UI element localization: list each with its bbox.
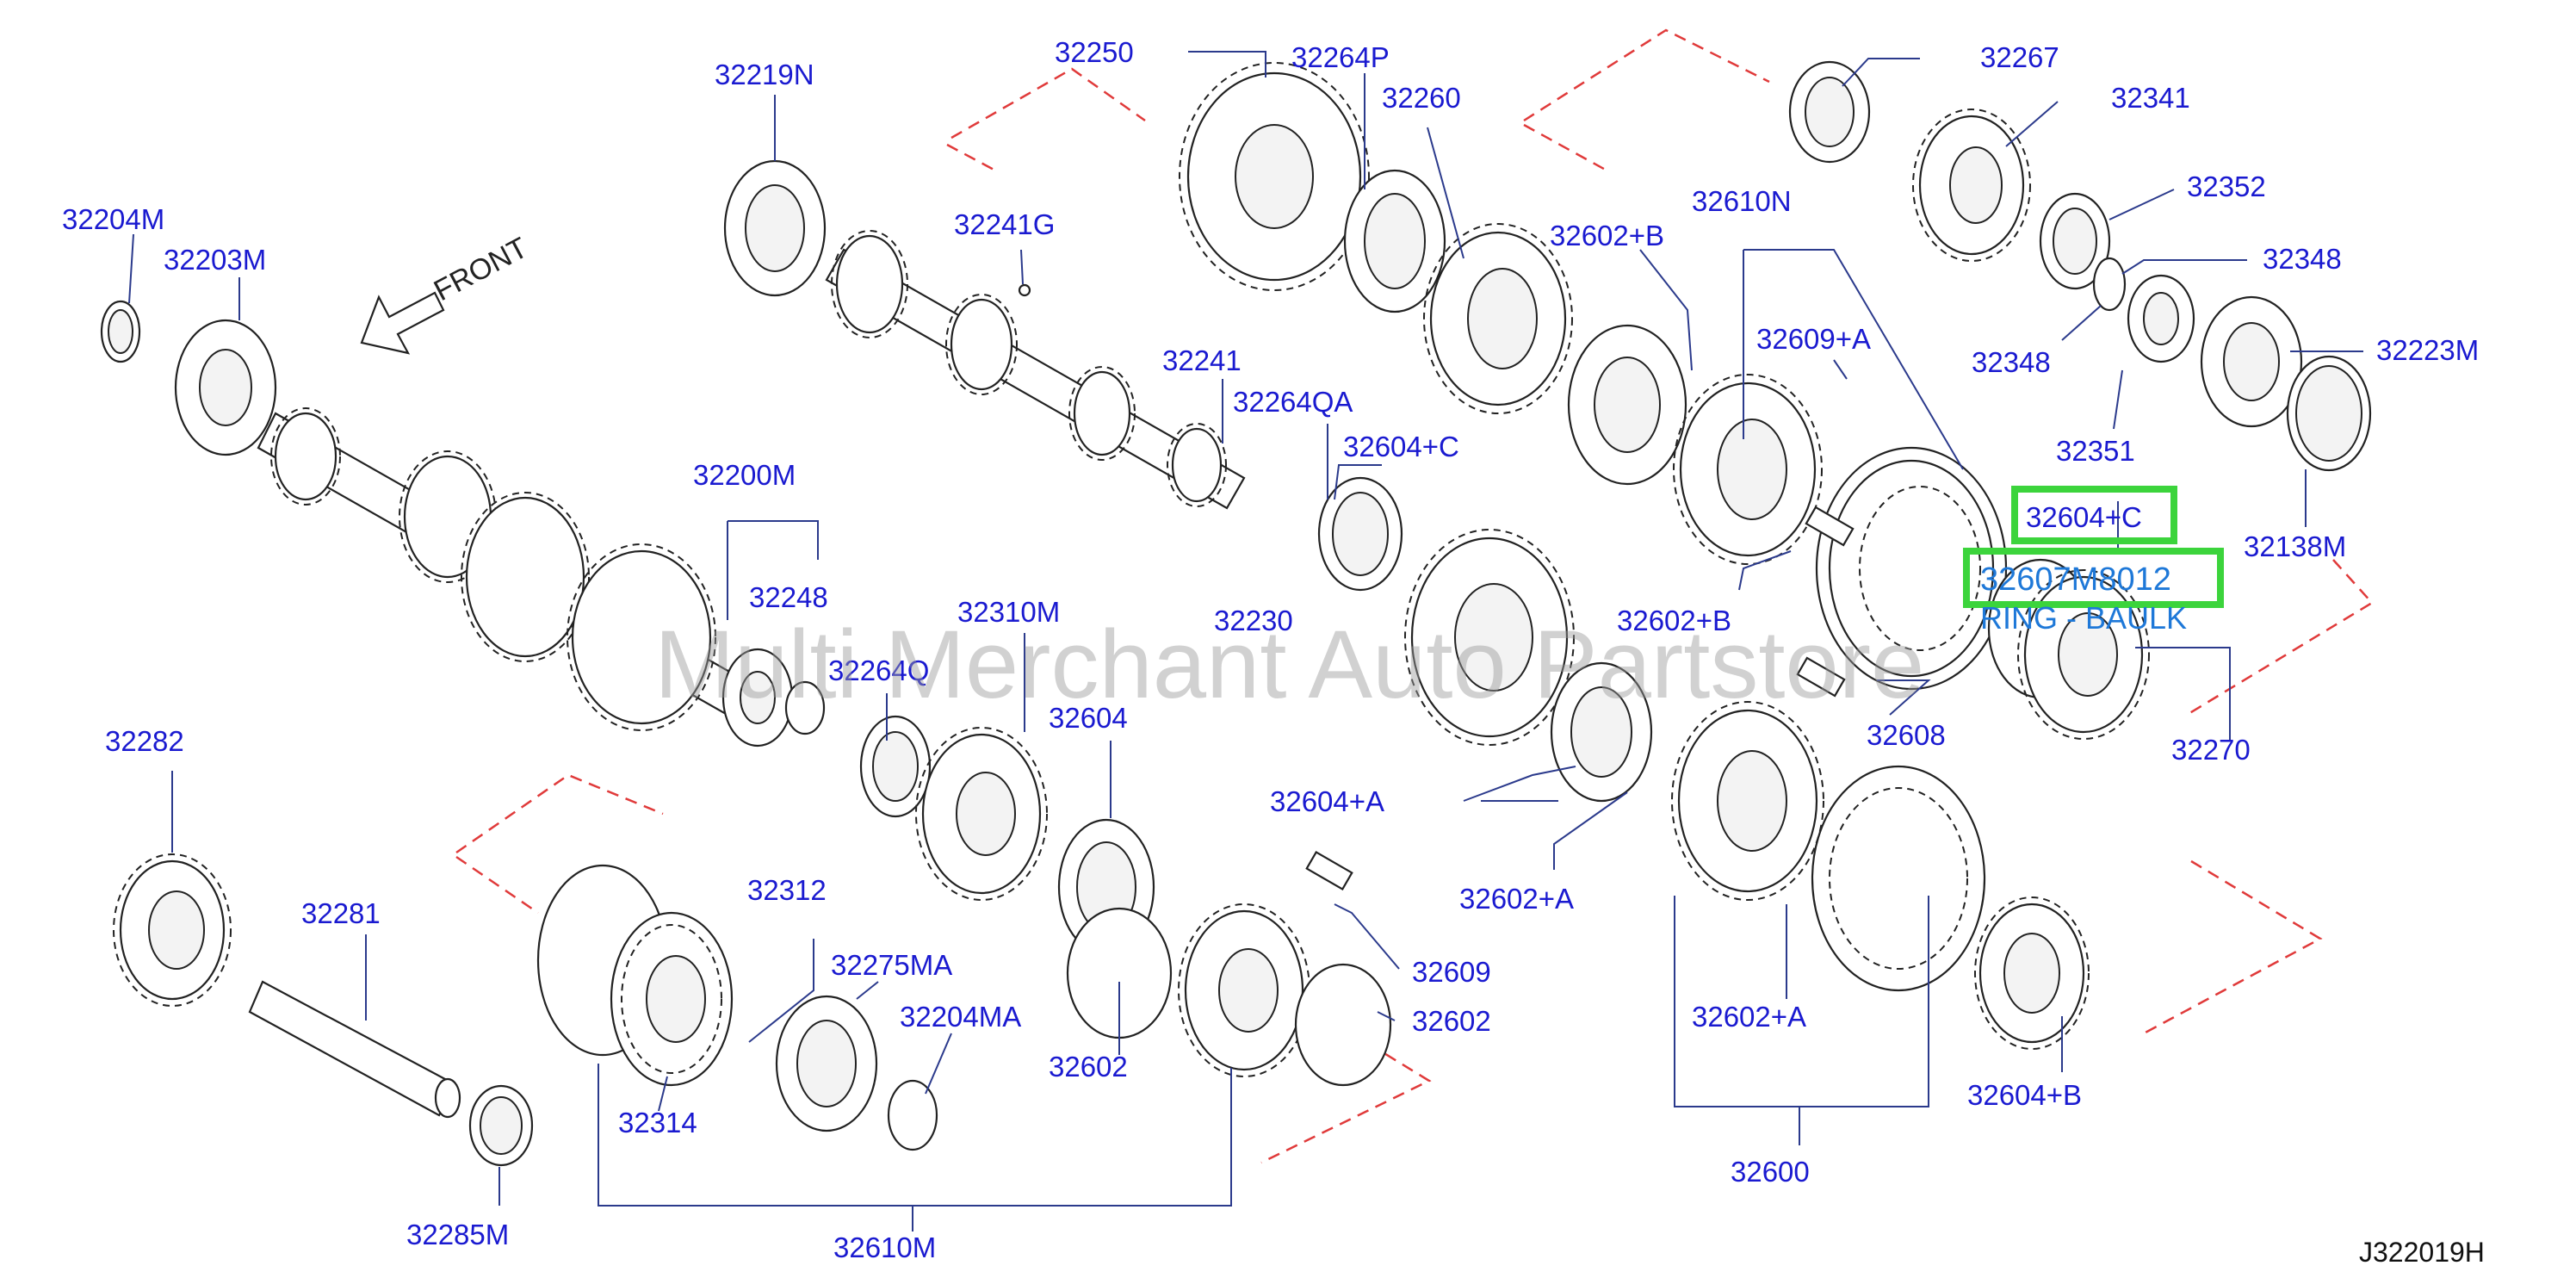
part-labels: 32204M 32203M 32219N 32250 32264P 32260 … [62, 36, 2479, 1263]
main-shaft [100, 300, 794, 748]
label-32223M[interactable]: 32223M [2376, 334, 2479, 366]
label-32264Q[interactable]: 32264Q [828, 655, 929, 686]
label-32275MA[interactable]: 32275MA [831, 949, 952, 981]
diagram-code: J322019H [2359, 1237, 2485, 1268]
label-32348-right[interactable]: 32348 [2263, 243, 2342, 275]
label-32204MA[interactable]: 32204MA [900, 1001, 1021, 1033]
label-32260[interactable]: 32260 [1382, 82, 1461, 114]
front-label: FRONT [429, 232, 533, 308]
label-32610M[interactable]: 32610M [833, 1231, 936, 1263]
label-32250[interactable]: 32250 [1055, 36, 1134, 68]
label-32602-A-mid[interactable]: 32602+A [1459, 883, 1574, 915]
label-32348-left[interactable]: 32348 [1972, 346, 2051, 378]
top-right-parts [1788, 60, 2372, 472]
label-32604-A[interactable]: 32604+A [1270, 785, 1384, 817]
highlight-sublabel-ring-baulk: RING - BAULK [1980, 600, 2187, 636]
label-32241[interactable]: 32241 [1162, 344, 1242, 376]
label-32138M[interactable]: 32138M [2244, 530, 2346, 562]
label-32341[interactable]: 32341 [2111, 82, 2190, 114]
label-32600[interactable]: 32600 [1731, 1156, 1810, 1188]
label-32602-right[interactable]: 32602 [1412, 1005, 1491, 1037]
label-32314[interactable]: 32314 [618, 1107, 697, 1138]
label-32602-B-mid[interactable]: 32602+B [1617, 605, 1731, 636]
label-32609-A[interactable]: 32609+A [1756, 323, 1871, 355]
label-32264P[interactable]: 32264P [1291, 41, 1390, 73]
label-32285M[interactable]: 32285M [406, 1219, 509, 1250]
top-gears [1179, 62, 2150, 740]
label-32241G[interactable]: 32241G [954, 208, 1055, 240]
label-32352[interactable]: 32352 [2187, 171, 2266, 202]
label-32610N[interactable]: 32610N [1692, 185, 1792, 217]
watermark: Multi Merchant Auto Partstore [654, 611, 1924, 718]
label-32609[interactable]: 32609 [1412, 956, 1491, 988]
middle-parts [1317, 476, 2090, 1050]
label-32310M[interactable]: 32310M [957, 596, 1060, 628]
label-32608[interactable]: 32608 [1867, 719, 1946, 751]
front-arrow-icon [360, 291, 445, 355]
label-32203M[interactable]: 32203M [164, 244, 266, 276]
label-32264QA[interactable]: 32264QA [1233, 386, 1353, 418]
highlighted-callout: 32604+C 32607M8012 RING - BAULK [1963, 486, 2224, 636]
front-arrow: FRONT [360, 232, 533, 355]
label-32200M[interactable]: 32200M [693, 459, 796, 491]
label-32604-B[interactable]: 32604+B [1967, 1079, 2082, 1111]
highlight-label-32604-C[interactable]: 32604+C [2026, 501, 2142, 533]
highlight-box-32604C [2011, 486, 2177, 544]
label-32230[interactable]: 32230 [1214, 605, 1293, 636]
label-32602-bottom[interactable]: 32602 [1049, 1051, 1128, 1083]
bottom-parts [113, 680, 1392, 1167]
label-32219N[interactable]: 32219N [715, 59, 814, 90]
label-32604-C-top[interactable]: 32604+C [1343, 431, 1459, 462]
label-32604[interactable]: 32604 [1049, 702, 1128, 734]
label-32248[interactable]: 32248 [749, 581, 828, 613]
label-32281[interactable]: 32281 [301, 897, 381, 929]
label-32270[interactable]: 32270 [2171, 734, 2251, 766]
label-32204M[interactable]: 32204M [62, 203, 164, 235]
counter-shaft [723, 159, 1246, 510]
label-32602-A-bottom[interactable]: 32602+A [1692, 1001, 1806, 1033]
highlight-label-32607M8012[interactable]: 32607M8012 [1980, 561, 2171, 598]
leader-lines [128, 51, 2363, 1231]
label-32312[interactable]: 32312 [747, 874, 827, 906]
highlight-box-32607M8012 [1963, 548, 2224, 608]
label-32282[interactable]: 32282 [105, 725, 184, 757]
label-32267[interactable]: 32267 [1980, 41, 2059, 73]
label-32351[interactable]: 32351 [2056, 435, 2135, 467]
label-32602-B-top[interactable]: 32602+B [1550, 220, 1664, 251]
